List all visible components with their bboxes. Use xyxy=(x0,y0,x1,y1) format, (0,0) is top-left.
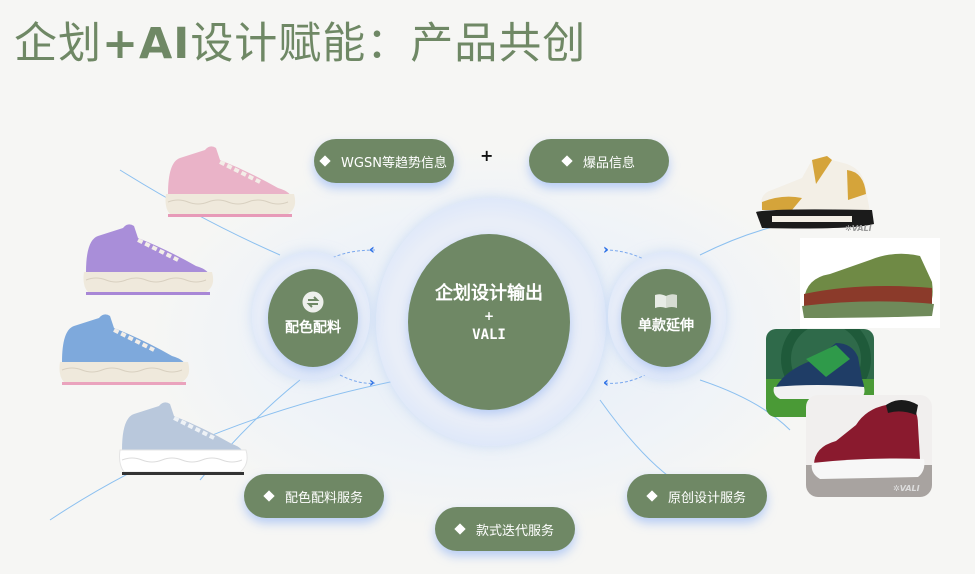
page-title: 企划+AI设计赋能：产品共创 xyxy=(14,16,586,72)
diamond-icon xyxy=(561,155,573,167)
arrow-right-top-icon: › xyxy=(603,242,609,258)
arrow-left-bottom-icon: › xyxy=(369,375,375,391)
pill-label: 配色配料服务 xyxy=(284,490,363,506)
arrow-right-bottom-icon: ‹ xyxy=(603,375,609,391)
arrow-left-top-icon: ‹ xyxy=(369,242,375,258)
title-text-ai: +AI xyxy=(102,19,191,69)
vali-watermark: ✲VALI xyxy=(893,484,920,493)
center-title: 企划设计输出 xyxy=(435,283,543,304)
center-brand: VALI xyxy=(472,327,506,343)
shoe-image-sky-blue xyxy=(59,314,190,385)
diamond-icon xyxy=(319,155,331,167)
diamond-icon xyxy=(454,523,466,535)
pill-label: 爆品信息 xyxy=(582,155,635,171)
pill-label: 原创设计服务 xyxy=(667,490,746,506)
plus-sign: + xyxy=(480,146,494,165)
shoe-image-lavender xyxy=(83,224,214,295)
node-label: 配色配料 xyxy=(285,320,341,336)
title-text-2: 设计赋能：产品共创 xyxy=(190,19,587,69)
color-material-node[interactable]: 配色配料 xyxy=(268,269,358,367)
node-label: 单款延伸 xyxy=(638,318,694,334)
pill-label: WGSN等趋势信息 xyxy=(341,155,447,171)
shoe-image-silver xyxy=(119,402,248,475)
color-material-service-pill[interactable]: 配色配料服务 xyxy=(244,474,384,518)
wgsn-trend-info-pill[interactable]: WGSN等趋势信息 xyxy=(314,139,454,183)
center-plus: + xyxy=(483,309,495,323)
original-design-service-pill[interactable]: 原创设计服务 xyxy=(627,474,767,518)
center-node[interactable]: 企划设计输出 + VALI xyxy=(408,234,570,410)
vali-watermark: ✲VALI xyxy=(845,224,872,233)
shoe-image-mustard-white xyxy=(756,156,874,229)
pill-label: 款式迭代服务 xyxy=(475,523,554,539)
hot-product-info-pill[interactable]: 爆品信息 xyxy=(529,139,669,183)
refresh-icon xyxy=(302,291,324,313)
title-text-1: 企划 xyxy=(14,19,102,69)
style-iteration-service-pill[interactable]: 款式迭代服务 xyxy=(435,507,575,551)
shoe-image-burgundy xyxy=(806,395,932,497)
single-style-extension-node[interactable]: 单款延伸 xyxy=(621,269,711,367)
diamond-icon xyxy=(263,490,275,502)
book-icon xyxy=(655,294,677,308)
shoe-image-pink xyxy=(165,146,296,217)
diamond-icon xyxy=(646,490,658,502)
shoe-image-olive-green xyxy=(800,238,940,328)
